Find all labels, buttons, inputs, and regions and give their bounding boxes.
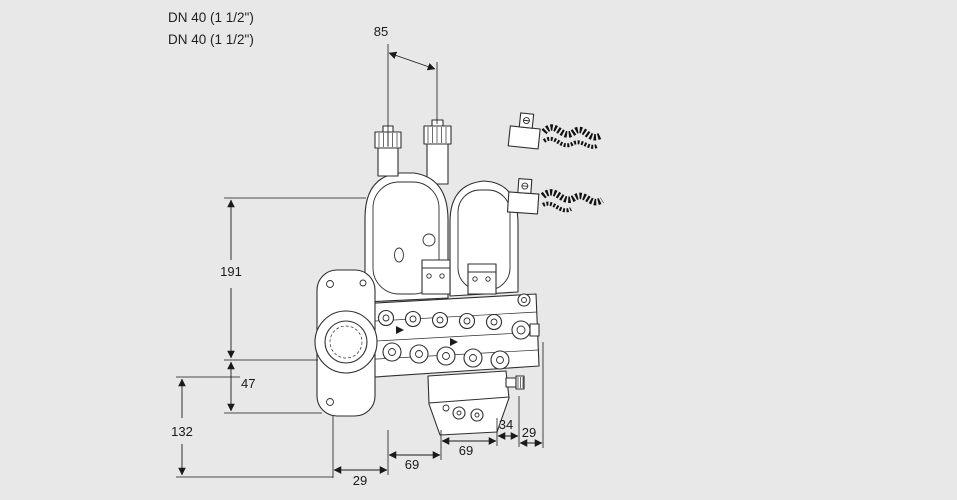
actuator-left-sight-hole (394, 247, 404, 263)
cable-plug-bottom (506, 178, 540, 215)
bolts-lower-row (382, 342, 510, 370)
dimension-85-label: 85 (374, 24, 388, 39)
bottom-block (427, 370, 525, 436)
dimension-132-label: 132 (171, 424, 193, 439)
actuator-right-cap-stub (431, 119, 444, 127)
valve-illustration (314, 112, 604, 436)
dimension-height-lower: 132 (171, 376, 333, 478)
dimension-191-label: 191 (220, 264, 242, 279)
dimension-69-left-label: 69 (405, 457, 419, 472)
dimension-height-axis: 47 (224, 361, 322, 414)
cable-plug-top (507, 112, 541, 150)
flange-inner-bore (324, 320, 368, 364)
dimension-span-caps: 85 (374, 24, 438, 146)
flange-thread (329, 325, 363, 359)
pressure-tap-cap (515, 375, 525, 390)
inlet-flange (314, 269, 378, 417)
bolts-upper-row (377, 309, 503, 331)
side-studs (511, 293, 540, 340)
dimension-29-right-label: 29 (522, 425, 536, 440)
dimension-34-label: 34 (499, 417, 513, 432)
connection-labels: DN 40 (1 1/2") DN 40 (1 1/2") (168, 10, 254, 47)
dn-label-top: DN 40 (1 1/2") (168, 10, 254, 25)
dimension-47-label: 47 (241, 376, 255, 391)
dimension-69-right-label: 69 (459, 443, 473, 458)
actuator-left-port (422, 233, 436, 247)
cable-bottom (540, 189, 604, 206)
pressure-tap-stub (505, 377, 517, 388)
actuator-left-cap-stem (377, 145, 399, 177)
cable-top (541, 124, 602, 141)
valve-body (357, 293, 540, 379)
terminal-boxes (421, 259, 497, 295)
actuator-right-cap-stem (426, 141, 449, 185)
dimension-29-left-label: 29 (353, 473, 367, 488)
flow-arrow-icon (450, 338, 458, 346)
actuator-right (423, 119, 519, 297)
dn-label-bottom: DN 40 (1 1/2") (168, 32, 254, 47)
flow-arrow-icon (396, 326, 404, 334)
dimension-bottom-chain: 29 69 69 34 29 (332, 342, 544, 488)
dimension-height-body: 191 (220, 197, 366, 361)
